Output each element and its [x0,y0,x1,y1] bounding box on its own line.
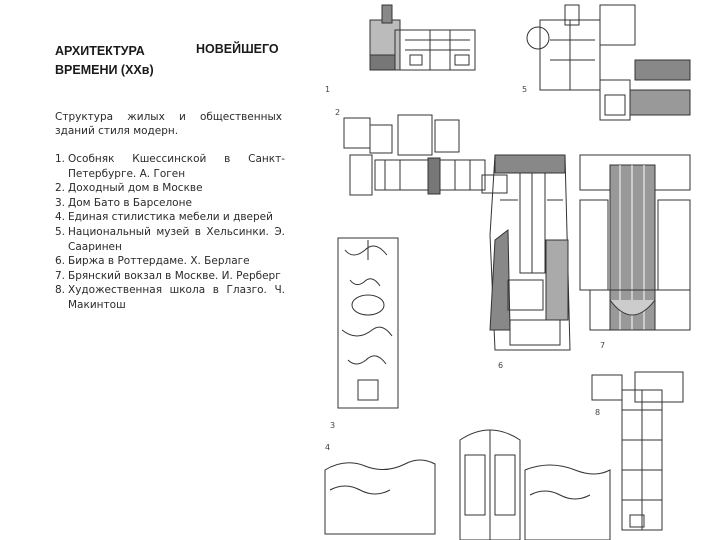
list-item: 2.Доходный дом в Москве [55,181,285,196]
figure-label: 1 [325,85,330,94]
list-item: 3.Дом Бато в Барселоне [55,196,285,211]
page-title-continued: НОВЕЙШЕГО [196,42,279,56]
item-number: 8. [55,284,66,297]
figure-label: 3 [330,421,335,430]
figure-label: 6 [498,361,503,370]
item-text: Национальный музей в Хельсинки. Э. Саари… [68,225,285,253]
subtitle: Структура жилых и общественных зданий ст… [55,111,282,137]
works-list: 1.Особняк Кшессинской в Санкт-Петербурге… [55,152,285,313]
plan-6-rotterdam-exchange: 6 [489,154,571,370]
item-number: 6. [55,255,66,268]
item-text: Единая стилистика мебели и дверей [68,211,273,224]
figure-label: 4 [325,443,330,452]
item-text: Дом Бато в Барселоне [68,196,192,209]
item-number: 3. [55,196,66,209]
item-number: 5. [55,225,66,238]
plan-2-apartment-house: 2 [335,108,508,196]
list-item: 6.Биржа в Роттердаме. Х. Берлаге [55,254,285,269]
plan-5-national-museum: 5 [522,4,691,121]
item-text: Брянский вокзал в Москве. И. Рерберг [68,269,281,282]
list-item: 8.Художественная школа в Глазго. Ч. Маки… [55,283,285,312]
plan-8-glasgow-school: 8 [591,371,684,531]
page-title: АРХИТЕКТУРА ВРЕМЕНИ (XXв) [55,44,154,77]
list-item: 7.Брянский вокзал в Москве. И. Рерберг [55,269,285,284]
item-number: 2. [55,182,66,195]
list-item: 1.Особняк Кшессинской в Санкт-Петербурге… [55,152,285,181]
plan-7-bryansky-station: 7 [579,154,691,350]
figure-label: 2 [335,108,340,117]
item-text: Доходный дом в Москве [68,182,203,195]
item-text: Художественная школа в Глазго. Ч. Макинт… [68,284,285,311]
item-text: Биржа в Роттердаме. Х. Берлаге [68,255,250,268]
figure-label: 8 [595,408,600,417]
plan-3-casa-batllo: 3 [330,237,399,430]
drawing-4-furniture-and-doors: 4 [324,429,611,540]
figure-label: 5 [522,85,527,94]
floor-plans-illustration: 1 5 [310,0,710,540]
item-text: Особняк Кшессинской в Санкт-Петербурге. … [68,153,285,180]
item-number: 1. [55,153,66,165]
list-item: 5.Национальный музей в Хельсинки. Э. Саа… [55,225,285,254]
figure-label: 7 [600,341,605,350]
item-number: 4. [55,211,66,224]
item-number: 7. [55,269,66,282]
list-item: 4.Единая стилистика мебели и дверей [55,210,285,225]
plan-1-kshesinskaya-mansion: 1 [325,4,476,94]
